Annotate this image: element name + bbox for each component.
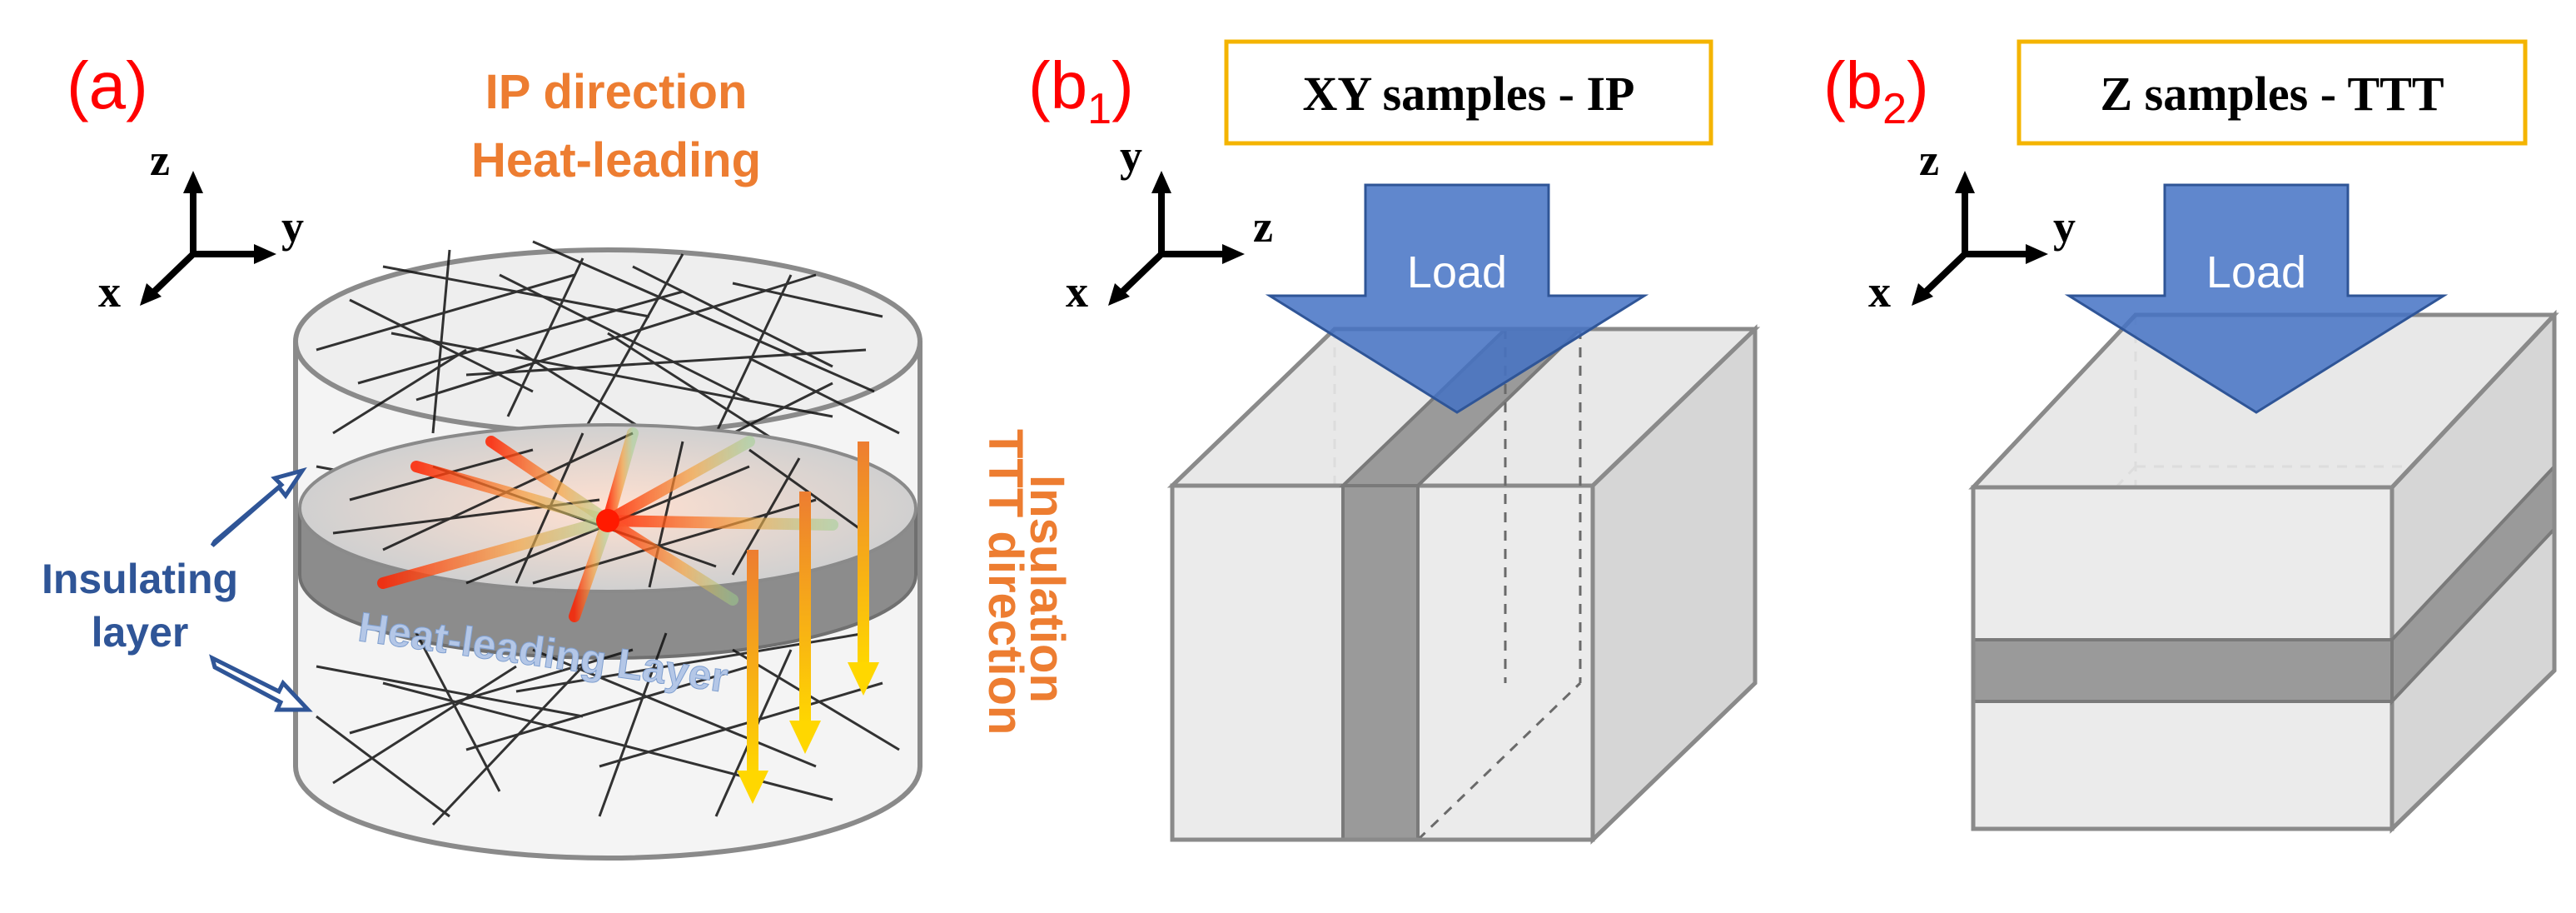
insulating-arrows bbox=[209, 466, 313, 712]
fibers-bottom bbox=[316, 631, 900, 826]
ip-direction-label: IP direction bbox=[485, 65, 748, 119]
ttt-direction-label: TTT direction bbox=[978, 429, 1032, 735]
panel-b2-label: (b2) bbox=[1823, 48, 1929, 133]
b2-sample-box bbox=[1968, 309, 2559, 834]
heat-rays bbox=[377, 427, 838, 622]
panel-b1: (b1) XY samples - IP y z x bbox=[1028, 39, 1761, 845]
axis-x-label-a: x bbox=[98, 267, 121, 317]
b2-title-box bbox=[2017, 39, 2528, 146]
axes-a bbox=[140, 171, 276, 306]
b2-title: Z samples - TTT bbox=[2100, 67, 2444, 121]
axis-y-label-b1: y bbox=[1120, 131, 1142, 181]
b1-title-box bbox=[1224, 39, 1713, 146]
axis-x-label-b2: x bbox=[1868, 267, 1891, 317]
insulation-label: Insulation bbox=[1020, 475, 1074, 703]
heat-leading-label: Heat-leading bbox=[471, 133, 761, 187]
insulating-label: Insulating bbox=[42, 556, 238, 602]
axis-y-label-a: y bbox=[281, 202, 304, 252]
panel-a-label: (a) bbox=[67, 48, 148, 122]
axis-y-label-b2: y bbox=[2053, 202, 2076, 252]
fibers-top bbox=[316, 240, 900, 518]
axis-x-label-b1: x bbox=[1066, 267, 1088, 317]
axis-z-label-a: z bbox=[150, 135, 170, 185]
b1-title: XY samples - IP bbox=[1302, 67, 1634, 121]
ttt-arrows bbox=[737, 442, 879, 804]
panel-a: (a) IP direction Heat-leading z y x bbox=[42, 48, 1074, 861]
b2-load-label: Load bbox=[2206, 247, 2306, 297]
b1-load-arrow bbox=[1265, 183, 1649, 414]
layer-label: layer bbox=[92, 609, 189, 656]
b2-load-arrow bbox=[2064, 183, 2449, 414]
panel-b1-label: (b1) bbox=[1028, 48, 1134, 133]
axis-z-label-b2: z bbox=[1919, 135, 1939, 185]
cylinder bbox=[293, 240, 922, 861]
axes-b1 bbox=[1108, 171, 1245, 306]
b1-load-label: Load bbox=[1407, 247, 1507, 297]
axis-z-label-b1: z bbox=[1253, 202, 1273, 252]
panel-b2: (b2) Z samples - TTT z y x bbox=[1823, 39, 2559, 834]
axes-b2 bbox=[1912, 171, 2048, 306]
